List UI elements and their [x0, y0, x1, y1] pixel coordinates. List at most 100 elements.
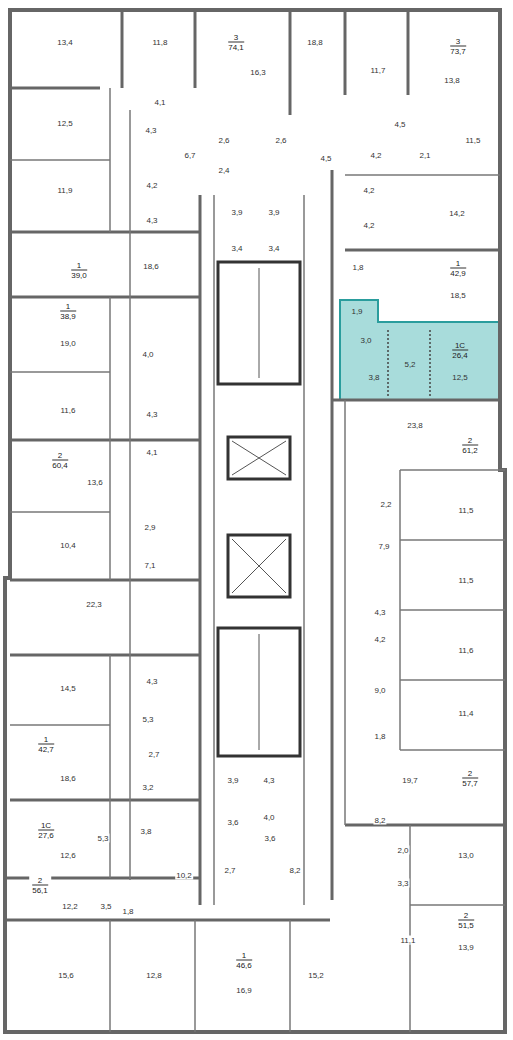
room-area: 3,0 [359, 336, 372, 345]
flat-area: 42,7 [38, 744, 54, 754]
room-area: 3,9 [226, 776, 239, 785]
room-area: 4,2 [145, 181, 158, 190]
room-count: 2 [52, 451, 68, 460]
room-area: 3,2 [141, 783, 154, 792]
flat-badge: 1С26,4 [449, 340, 471, 361]
room-area: 16,3 [249, 68, 267, 77]
room-count: 1 [71, 261, 87, 270]
room-area: 18,6 [142, 262, 160, 271]
room-area: 12,6 [59, 851, 77, 860]
room-count: 3 [228, 33, 244, 42]
room-area: 3,8 [367, 373, 380, 382]
flat-area: 56,1 [32, 885, 48, 895]
partitions [10, 88, 505, 1032]
flat-area: 51,5 [458, 920, 474, 930]
room-area: 7,1 [143, 561, 156, 570]
room-area: 4,5 [319, 154, 332, 163]
room-area: 4,2 [373, 635, 386, 644]
room-area: 11,5 [458, 506, 475, 515]
flat-area: 39,0 [71, 270, 87, 280]
room-area: 8,2 [373, 816, 386, 825]
room-area: 13,0 [457, 851, 475, 860]
room-area: 7,9 [377, 542, 390, 551]
room-area: 2,7 [223, 866, 236, 875]
room-area: 16,9 [235, 986, 253, 995]
room-area: 4,3 [145, 677, 158, 686]
room-area: 1,9 [350, 307, 363, 316]
room-area: 4,2 [362, 186, 375, 195]
room-area: 4,3 [145, 216, 158, 225]
room-area: 2,9 [143, 523, 156, 532]
room-area: 11,5 [465, 136, 482, 145]
room-count: 1С [452, 341, 468, 350]
room-area: 18,6 [59, 774, 77, 783]
room-area: 6,7 [183, 151, 196, 160]
room-area: 4,2 [362, 221, 375, 230]
room-count: 1 [60, 302, 76, 311]
room-area: 3,5 [99, 902, 112, 911]
flat-badge: 1С27,6 [35, 820, 57, 841]
flat-badge: 142,9 [447, 258, 469, 279]
flat-badge: 261,2 [459, 435, 481, 456]
core-detail [232, 268, 286, 750]
room-area: 13,6 [86, 478, 104, 487]
room-area: 1,8 [351, 263, 364, 272]
room-count: 2 [462, 769, 478, 778]
flat-badge: 146,6 [233, 950, 255, 971]
dashed-partitions [388, 330, 430, 398]
room-count: 2 [462, 436, 478, 445]
room-area: 3,6 [263, 834, 276, 843]
room-area: 11,9 [57, 186, 74, 195]
room-area: 4,3 [145, 410, 158, 419]
flat-area: 73,7 [450, 46, 466, 56]
room-area: 2,1 [418, 151, 431, 160]
room-area: 14,5 [59, 684, 77, 693]
core [218, 262, 300, 756]
flat-area: 42,9 [450, 268, 466, 278]
room-area: 11,5 [458, 576, 475, 585]
flat-badge: 257,7 [459, 768, 481, 789]
room-area: 5,3 [96, 834, 109, 843]
room-area: 12,2 [61, 902, 79, 911]
room-area: 3,8 [139, 827, 152, 836]
room-area: 12,8 [145, 971, 163, 980]
flat-badge: 374,1 [225, 32, 247, 53]
room-area: 15,2 [307, 971, 325, 980]
room-area: 4,1 [153, 98, 166, 107]
room-area: 1,8 [373, 732, 386, 741]
flat-badge: 138,9 [57, 301, 79, 322]
room-area: 5,2 [403, 360, 416, 369]
room-count: 2 [32, 876, 48, 885]
room-count: 1 [236, 951, 252, 960]
room-area: 11,6 [458, 646, 475, 655]
room-count: 2 [458, 911, 474, 920]
room-area: 14,2 [448, 209, 466, 218]
room-area: 13,9 [457, 943, 475, 952]
flat-area: 27,6 [38, 830, 54, 840]
room-area: 2,6 [274, 136, 287, 145]
flat-area: 60,4 [52, 460, 68, 470]
flat-badge: 142,7 [35, 734, 57, 755]
room-area: 13,8 [443, 76, 461, 85]
room-area: 11,6 [60, 406, 77, 415]
flat-badge: 251,5 [455, 910, 477, 931]
room-area: 12,5 [451, 373, 469, 382]
room-area: 18,8 [306, 38, 324, 47]
room-area: 15,6 [57, 971, 75, 980]
room-area: 12,5 [56, 119, 74, 128]
room-area: 11,8 [152, 38, 169, 47]
flat-area: 57,7 [462, 778, 478, 788]
room-area: 4,0 [262, 813, 275, 822]
room-area: 23,8 [406, 421, 424, 430]
room-area: 9,0 [373, 686, 386, 695]
room-area: 4,5 [393, 120, 406, 129]
room-area: 19,7 [401, 776, 419, 785]
room-area: 11,1 [400, 936, 417, 945]
flat-badge: 139,0 [68, 260, 90, 281]
room-area: 10,2 [175, 871, 193, 880]
room-area: 10,4 [59, 541, 77, 550]
room-area: 13,4 [56, 38, 74, 47]
room-count: 1 [38, 735, 54, 744]
highlighted-flat [340, 300, 500, 400]
room-area: 4,0 [141, 350, 154, 359]
